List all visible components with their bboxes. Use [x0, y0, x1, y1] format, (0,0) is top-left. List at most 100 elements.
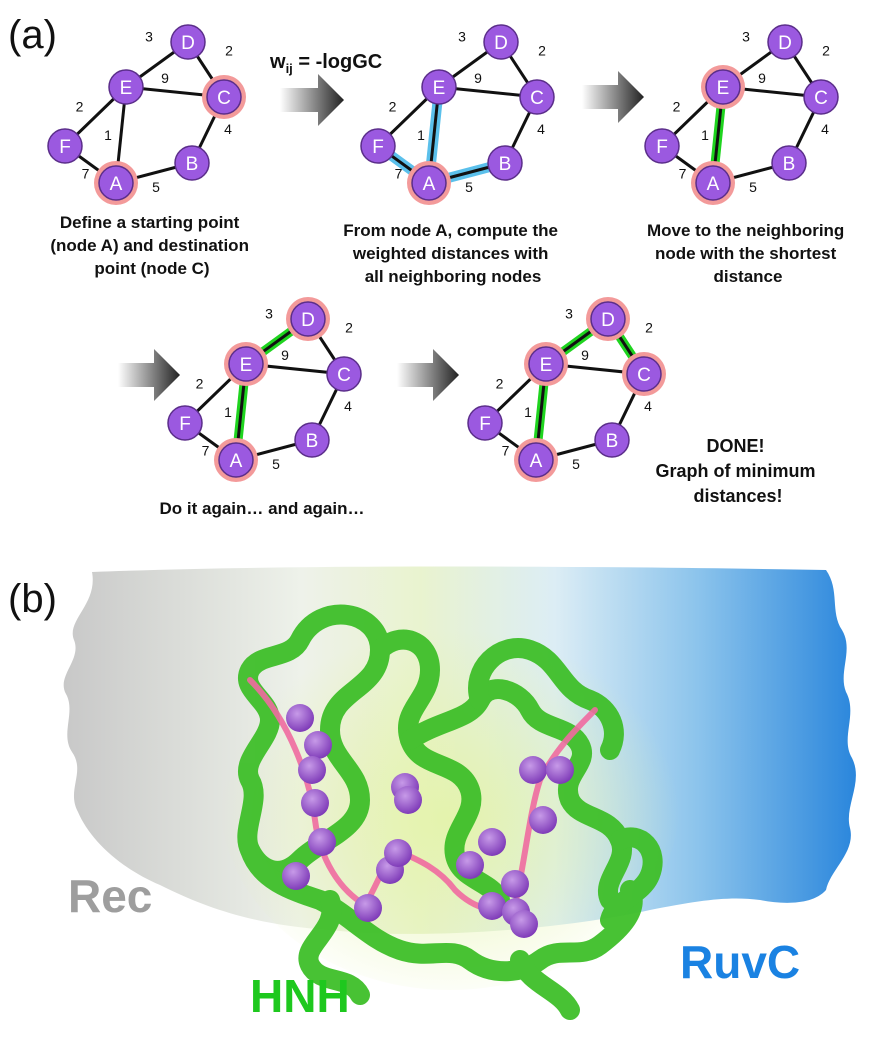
caption-line: Do it again… and again… [160, 499, 365, 518]
edge-weight-label: 3 [742, 29, 750, 45]
arrow-right-icon [582, 71, 644, 123]
edge-weight-label: 1 [104, 127, 112, 143]
node-B [771, 145, 807, 181]
node-B [174, 145, 210, 181]
edge-weight-label: 9 [581, 347, 589, 363]
residue-node [478, 828, 506, 856]
node-C [326, 356, 362, 392]
node-F [467, 405, 503, 441]
residue-node [286, 704, 314, 732]
node-label: D [778, 33, 792, 54]
node-label: F [479, 414, 491, 435]
residue-node [394, 786, 422, 814]
residue-node [301, 789, 329, 817]
node-F [47, 128, 83, 164]
caption-line: weighted distances with [352, 244, 549, 263]
edge-weight-label: 4 [821, 121, 829, 137]
edge-weight-label: 7 [679, 166, 687, 182]
node-D [590, 301, 626, 337]
node-C [626, 356, 662, 392]
edge-weight-label: 5 [152, 179, 160, 195]
node-C [519, 79, 555, 115]
residue-node [510, 910, 538, 938]
node-F [644, 128, 680, 164]
arrow-right-icon [280, 74, 344, 126]
formula-w: w [269, 51, 286, 73]
node-label: A [707, 174, 720, 195]
edge-weight-label: 2 [496, 376, 504, 392]
domain-label-ruvc: RuvC [680, 936, 800, 988]
edge-weight-label: 1 [417, 127, 425, 143]
caption-line: From node A, compute the [343, 221, 558, 240]
node-label: F [59, 137, 71, 158]
edge-weight-label: 7 [502, 443, 510, 459]
caption-line: point (node C) [94, 259, 209, 278]
caption-line: distance [714, 267, 783, 286]
node-D [290, 301, 326, 337]
residue-node [546, 756, 574, 784]
residue-node [354, 894, 382, 922]
caption-step4: Do it again… and again… [160, 499, 365, 518]
node-label: F [656, 137, 668, 158]
node-label: B [186, 154, 199, 175]
node-label: C [637, 365, 651, 386]
node-E [705, 69, 741, 105]
node-B [487, 145, 523, 181]
caption-step2: From node A, compute the weighted distan… [343, 221, 562, 286]
node-label: A [110, 174, 123, 195]
node-B [594, 422, 630, 458]
node-label: F [372, 137, 384, 158]
node-D [483, 24, 519, 60]
arrow-right-icon [118, 349, 180, 401]
node-D [170, 24, 206, 60]
edge-weight-label: 4 [537, 121, 545, 137]
arrow-right-icon [397, 349, 459, 401]
node-B [294, 422, 330, 458]
edge-weight-label: 1 [524, 404, 532, 420]
node-label: B [783, 154, 796, 175]
caption-line: Graph of minimum [655, 461, 815, 481]
panel-b: (b) Rec HNH RuvC [8, 566, 856, 1022]
node-A [695, 165, 731, 201]
residue-node [519, 756, 547, 784]
domain-label-rec: Rec [68, 870, 152, 922]
node-A [98, 165, 134, 201]
edge-weight-label: 5 [572, 456, 580, 472]
edge-weight-label: 9 [281, 347, 289, 363]
node-label: E [433, 78, 446, 99]
node-label: D [301, 310, 315, 331]
weight-formula: wij = -logGC [269, 51, 382, 76]
edge-weight-label: 2 [196, 376, 204, 392]
panel-b-label: (b) [8, 577, 57, 621]
edge-weight-label: 5 [749, 179, 757, 195]
caption-line: node with the shortest [655, 244, 837, 263]
node-label: E [240, 355, 253, 376]
residue-node [384, 839, 412, 867]
node-label: D [181, 33, 195, 54]
edge-weight-label: 5 [272, 456, 280, 472]
node-F [167, 405, 203, 441]
domain-label-hnh: HNH [250, 970, 350, 1022]
edge-weight-label: 1 [224, 404, 232, 420]
panel-a-label: (a) [8, 13, 57, 57]
panel-a: (a) wij = -logGC 3 2 9 2 1 7 5 4A B C D E F 3 2 9 2 1 7 5 4A… [8, 13, 844, 518]
caption-line: all neighboring nodes [365, 267, 542, 286]
edge-weight-label: 2 [673, 99, 681, 115]
residue-node [478, 892, 506, 920]
residue-nodes [282, 704, 574, 938]
hnh-domain [237, 604, 663, 1020]
node-label: C [217, 88, 231, 109]
caption-line: Define a starting point [60, 213, 240, 232]
caption-step5: DONE! Graph of minimum distances! [655, 436, 820, 506]
residue-node [298, 756, 326, 784]
edge-weight-label: 3 [265, 306, 273, 322]
edge-weight-label: 2 [645, 320, 653, 336]
node-label: F [179, 414, 191, 435]
caption-line: Move to the neighboring [647, 221, 844, 240]
node-C [206, 79, 242, 115]
edge-weight-label: 2 [225, 43, 233, 59]
